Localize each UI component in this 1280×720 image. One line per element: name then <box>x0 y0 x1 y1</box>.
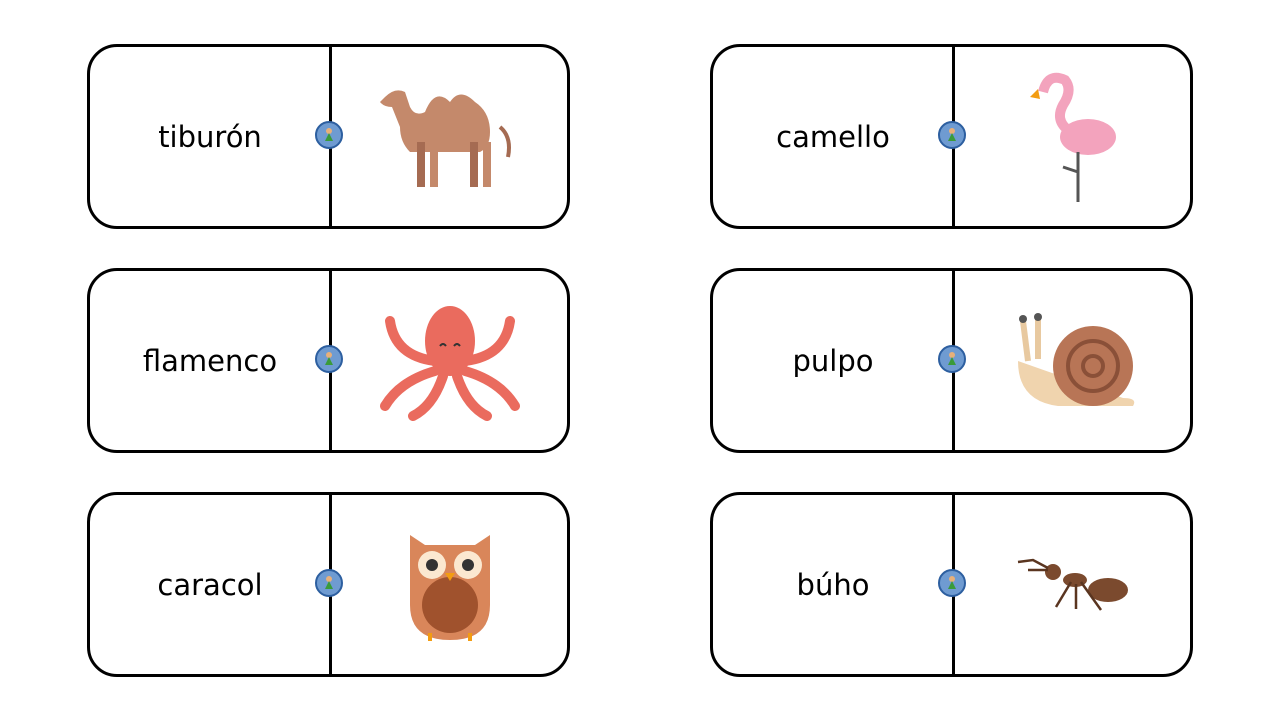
card-word: tiburón <box>158 119 262 154</box>
school-logo-icon <box>315 345 343 373</box>
domino-card: pulpo <box>710 268 1193 453</box>
camel-icon <box>332 47 567 226</box>
school-logo-icon <box>315 121 343 149</box>
school-logo-icon <box>938 569 966 597</box>
octopus-icon <box>332 271 567 450</box>
domino-card: flamenco <box>87 268 570 453</box>
domino-card: caracol <box>87 492 570 677</box>
card-word: flamenco <box>142 343 278 378</box>
school-logo-icon <box>315 569 343 597</box>
card-word: pulpo <box>792 343 874 378</box>
card-word: búho <box>796 567 870 602</box>
card-word: caracol <box>157 567 263 602</box>
flamingo-icon <box>955 47 1190 226</box>
school-logo-icon <box>938 121 966 149</box>
owl-icon <box>332 495 567 674</box>
domino-card: camello <box>710 44 1193 229</box>
school-logo-icon <box>938 345 966 373</box>
domino-card: tiburón <box>87 44 570 229</box>
snail-icon <box>955 271 1190 450</box>
domino-card: búho <box>710 492 1193 677</box>
ant-icon <box>955 495 1190 674</box>
card-word: camello <box>776 119 890 154</box>
